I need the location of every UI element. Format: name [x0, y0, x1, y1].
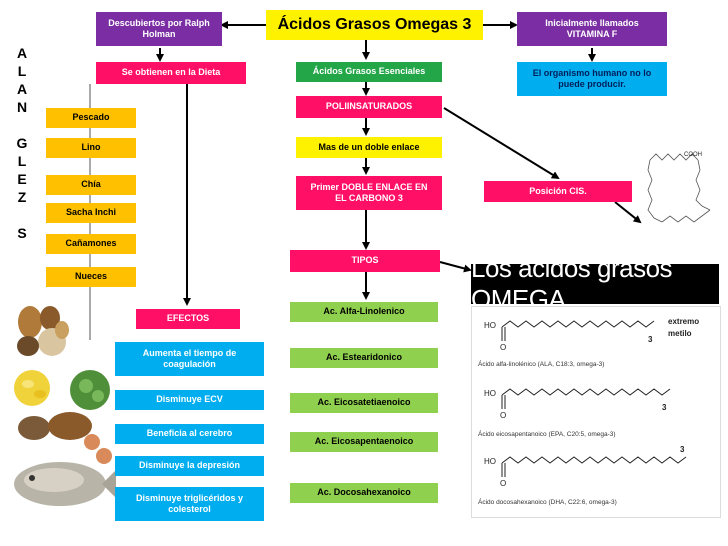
cis-position-box: Posición CIS.: [484, 181, 632, 202]
fatty-acid-structure-image: [647, 153, 711, 223]
type-item: Ac. Eicosapentaenoico: [290, 432, 438, 452]
food-item: Nueces: [46, 267, 136, 287]
first-double-bond-box: Primer DOBLE ENLACE EN EL CARBONO 3: [296, 176, 442, 210]
food-photo-image: [10, 366, 118, 536]
o-label: O: [500, 411, 507, 420]
extremo-label: extremo: [668, 317, 700, 326]
dha-caption: Ácido docosahexanoico (DHA, C22:6, omega…: [478, 499, 617, 506]
food-item: Pescado: [46, 108, 136, 128]
type-item: Ac. Docosahexanoico: [290, 483, 438, 503]
effect-item: Aumenta el tiempo de coagulación: [115, 342, 264, 376]
page-title: Ácidos Grasos Omegas 3: [266, 10, 483, 40]
arrow-types-panel: [439, 261, 472, 273]
nuts-image: [17, 306, 69, 356]
omega3-marker: 3: [680, 445, 685, 454]
ala-caption: Ácido alfa-linolénico (ALA, C18:3, omega…: [478, 361, 605, 368]
molecule-ala-image: [501, 320, 687, 477]
metilo-label: metilo: [668, 329, 692, 338]
author-letters: A L A N G L E Z S: [16, 45, 28, 241]
food-item: Cañamones: [46, 234, 136, 254]
cooh-label: COOH: [684, 152, 702, 158]
polyunsaturated-box: POLIINSATURADOS: [296, 96, 442, 118]
type-item: Ac. Estearidonico: [290, 348, 438, 368]
omega3-marker: 3: [662, 403, 667, 412]
diet-box: Se obtienen en la Dieta: [96, 62, 246, 84]
epa-caption: Ácido eicosapentanoico (EPA, C20:5, omeg…: [478, 431, 616, 438]
body-cannot-produce-box: El organismo humano no lo puede producir…: [517, 62, 667, 96]
food-item: Sacha Inchi: [46, 203, 136, 223]
omega3-marker: 3: [648, 335, 653, 344]
essential-fatty-acids-box: Ácidos Grasos Esenciales: [296, 62, 442, 82]
ho-label: HO: [484, 389, 496, 398]
vitamin-f-box: Inicialmente llamados VITAMINA F: [517, 12, 667, 46]
effect-item: Disminuye la depresión: [115, 456, 264, 476]
effect-item: Disminuye ECV: [115, 390, 264, 410]
type-item: Ac. Eicosatetiaenoico: [290, 393, 438, 413]
discovered-by-box: Descubiertos por Ralph Holman: [96, 12, 222, 46]
food-item: Lino: [46, 138, 136, 158]
double-bond-box: Mas de un doble enlace: [296, 137, 442, 158]
types-box: TIPOS: [290, 250, 440, 272]
effect-item: Disminuye triglicéridos y colesterol: [115, 487, 264, 521]
type-item: Ac. Alfa-Linolenico: [290, 302, 438, 322]
food-item: Chía: [46, 175, 136, 195]
o-label: O: [500, 479, 507, 488]
arrow-poly-cis: [443, 107, 560, 180]
effects-title: EFECTOS: [136, 309, 240, 329]
arrow-cis-molecule: [614, 201, 642, 224]
omega-banner: Los ácidos grasos OMEGA: [471, 253, 719, 314]
ho-label: HO: [484, 321, 496, 330]
omega-structures-panel: HO O 3 extremo metilo Ácido alfa-linolén…: [471, 306, 721, 518]
ho-label: HO: [484, 457, 496, 466]
effect-item: Beneficia al cerebro: [115, 424, 264, 444]
o-label: O: [500, 343, 507, 352]
